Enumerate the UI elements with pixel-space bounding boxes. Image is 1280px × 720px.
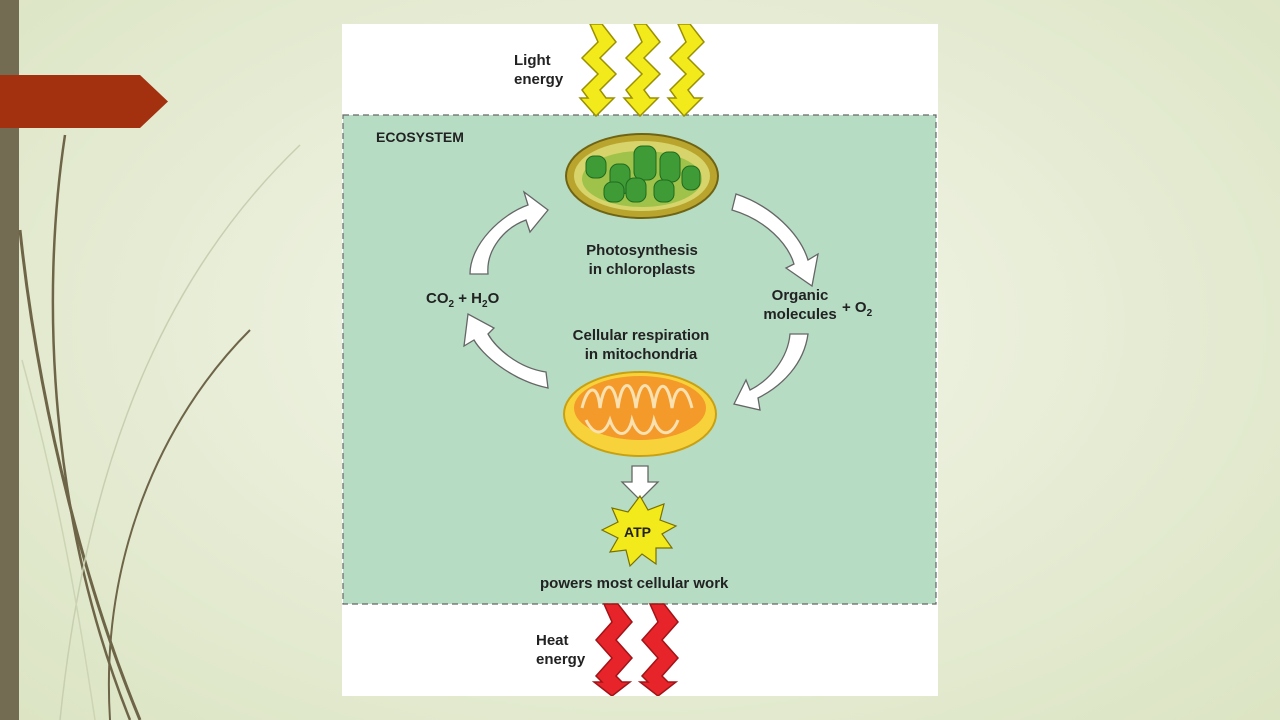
cycle-arrow-top-right bbox=[731, 193, 819, 288]
mitochondrion-illustration bbox=[563, 371, 717, 457]
chloroplast-illustration bbox=[565, 133, 719, 219]
heat-energy-bolts bbox=[591, 603, 680, 696]
o2-label: + O2 bbox=[842, 299, 873, 319]
atp-label: ATP bbox=[624, 524, 651, 540]
ecosystem-label: ECOSYSTEM bbox=[376, 129, 464, 145]
powers-cellular-work-label: powers most cellular work bbox=[540, 575, 729, 592]
atp-starburst bbox=[600, 494, 678, 568]
cycle-arrow-top-left bbox=[469, 190, 549, 275]
slide-left-bar bbox=[0, 0, 19, 720]
decorative-swooshes bbox=[18, 134, 301, 720]
cycle-arrow-bottom-left bbox=[463, 312, 549, 389]
co2-h2o-label: CO2 + H2O bbox=[426, 290, 500, 310]
cycle-arrow-bottom-right bbox=[733, 333, 809, 411]
down-arrow-to-atp bbox=[620, 465, 660, 501]
light-energy-bolts bbox=[578, 24, 706, 118]
slide-accent-tab bbox=[0, 75, 168, 128]
